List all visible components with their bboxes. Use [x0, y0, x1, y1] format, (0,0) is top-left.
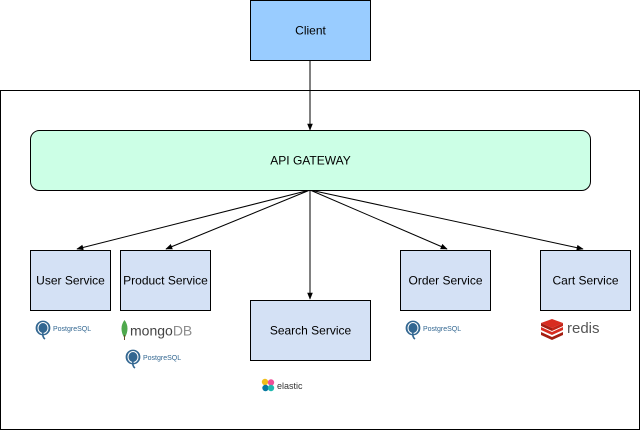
search-service-node: Search Service [250, 300, 371, 361]
mongodb-wordmark: mongo [130, 323, 173, 339]
product-service-box [120, 250, 211, 311]
cart-service-label: Cart Service [552, 274, 618, 288]
order-db-label: PostgreSQL [423, 326, 461, 333]
client-node: Client [250, 0, 371, 61]
order-service-label: Order Service [408, 274, 482, 288]
order-service-node: Order Service [400, 250, 491, 311]
search-service-box [250, 300, 371, 361]
postgresql-elephant-icon [34, 319, 52, 340]
cart-service-node: Cart Service [540, 250, 631, 311]
product-service-label: Product Service [123, 274, 208, 288]
cart-db-label: redis [567, 320, 600, 337]
connectors [76, 61, 584, 300]
product-db-mongodb-logo: mongoDB [121, 320, 192, 340]
client-label: Client [295, 24, 326, 38]
user-service-box [30, 250, 111, 311]
redis-cube-icon [541, 319, 563, 340]
client-box [250, 0, 371, 61]
mongodb-wordmark-suffix: DB [173, 323, 192, 339]
product-db-secondary-label: PostgreSQL [143, 355, 181, 362]
elastic-icon [261, 378, 275, 392]
postgresql-elephant-icon [404, 319, 422, 340]
api-gateway-box [30, 130, 591, 191]
search-db-label: elastic [277, 381, 303, 391]
api-gateway-label: API GATEWAY [270, 154, 350, 168]
api-gateway-node: API GATEWAY [30, 130, 591, 191]
cart-db-redis-logo: redis [541, 319, 600, 340]
svg-text:mongoDB: mongoDB [130, 323, 192, 339]
mongodb-leaf-icon [121, 320, 128, 338]
user-service-label: User Service [36, 274, 105, 288]
search-service-label: Search Service [270, 324, 352, 338]
product-db-postgresql-logo: PostgreSQL [124, 348, 181, 369]
postgresql-elephant-icon [124, 348, 142, 369]
arrow-gateway-to-product-service [165, 189, 311, 250]
arrow-gateway-to-order-service [309, 189, 448, 250]
product-service-node: Product Service [120, 250, 211, 311]
user-db-label: PostgreSQL [53, 326, 91, 333]
user-db-postgresql-logo: PostgreSQL [34, 319, 91, 340]
cart-service-box [540, 250, 631, 311]
system-boundary [0, 90, 640, 430]
search-db-elastic-logo: elastic [261, 378, 303, 392]
arrow-gateway-to-user-service [76, 189, 311, 251]
order-service-box [400, 250, 491, 311]
order-db-postgresql-logo: PostgreSQL [404, 319, 461, 340]
arrow-gateway-to-cart-service [309, 189, 584, 251]
user-service-node: User Service [30, 250, 111, 311]
